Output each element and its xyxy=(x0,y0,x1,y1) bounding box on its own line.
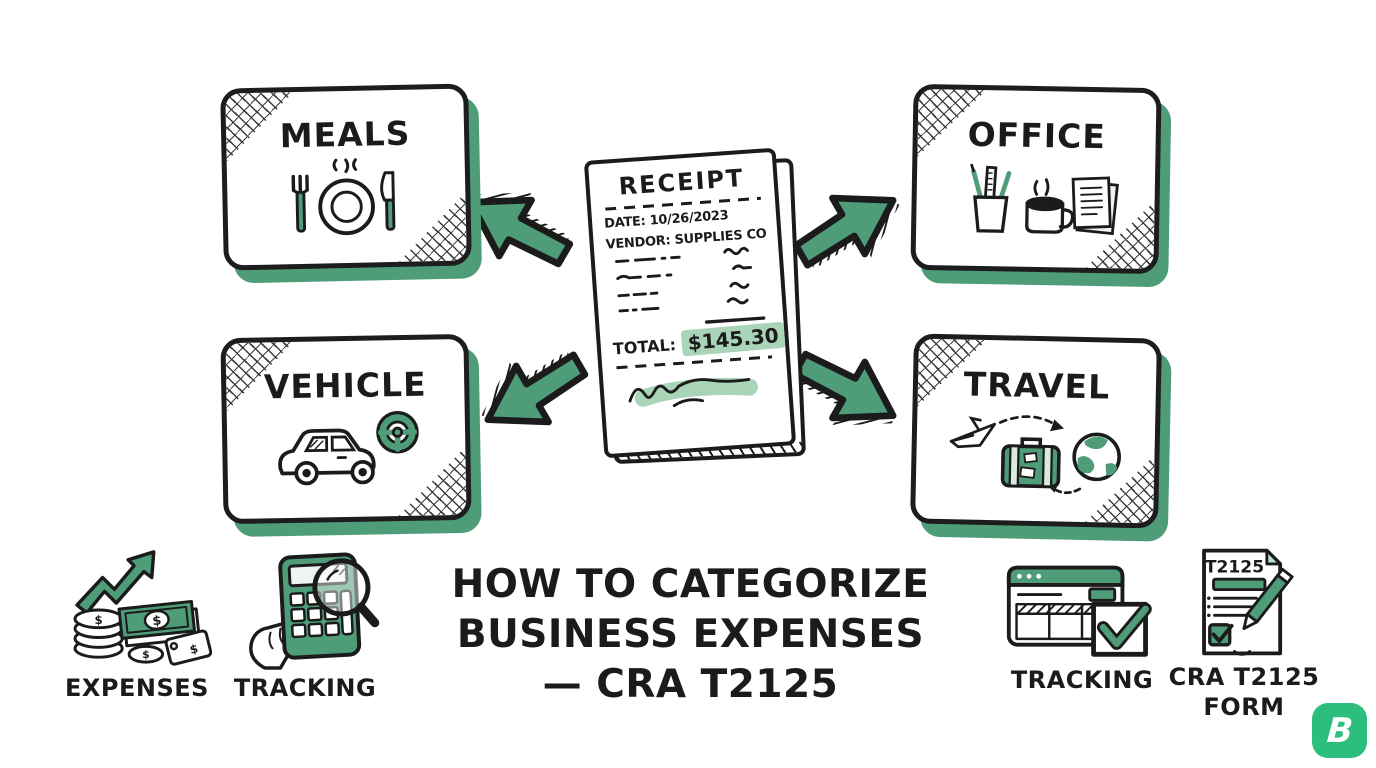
travel-icon xyxy=(949,414,1121,494)
office-icon xyxy=(970,163,1119,235)
brand-logo: B xyxy=(1312,703,1367,758)
main-title-line1: HOW TO CATEGORIZE xyxy=(451,562,930,607)
form-badge: T2125 xyxy=(1205,558,1264,578)
category-box-office: OFFICE xyxy=(910,83,1162,275)
receipt-total-value: $145.30 xyxy=(680,321,786,357)
receipt: RECEIPT DATE: 10/26/2023 VENDOR: SUPPLIE… xyxy=(583,147,807,465)
svg-text:$: $ xyxy=(142,648,150,661)
arrow-to-office xyxy=(792,194,900,270)
tracking-right-label: TRACKING xyxy=(1010,666,1154,694)
brand-logo-letter: B xyxy=(1325,710,1354,751)
footer-item-tracking-left: TRACKING xyxy=(225,548,385,702)
footer-item-cra-form: T2125 CRA T2125 FORM xyxy=(1169,543,1319,721)
svg-text:$: $ xyxy=(152,613,163,629)
form-label-line1: CRA T2125 xyxy=(1168,663,1320,691)
receipt-signature xyxy=(628,377,758,408)
tracking-calculator-icon xyxy=(249,552,380,670)
vehicle-icon xyxy=(278,410,419,485)
receipt-total-label: TOTAL: xyxy=(612,335,677,359)
svg-text:$: $ xyxy=(95,613,103,627)
category-label-vehicle: VEHICLE xyxy=(263,364,427,406)
cra-t2125-form-icon: T2125 xyxy=(1202,548,1294,656)
category-box-meals: MEALS xyxy=(220,83,472,271)
footer-item-tracking-right: TRACKING xyxy=(1002,558,1162,694)
form-checkbox xyxy=(1208,623,1232,647)
main-title-line2: BUSINESS EXPENSES xyxy=(456,612,925,657)
arrow-to-vehicle xyxy=(481,350,589,426)
footer-item-expenses: $ $ $ $ EXPENSES xyxy=(57,548,217,702)
expenses-label: EXPENSES xyxy=(65,674,209,702)
meals-icon xyxy=(291,157,396,235)
price-tag: $ xyxy=(164,629,212,666)
tracking-spreadsheet-icon xyxy=(1006,565,1152,657)
receipt-title: RECEIPT xyxy=(617,163,746,201)
main-title: HOW TO CATEGORIZE BUSINESS EXPENSES — CR… xyxy=(418,560,963,710)
category-box-travel: TRAVEL xyxy=(910,333,1162,529)
checkmark xyxy=(1099,605,1149,648)
form-label-line2: FORM xyxy=(1203,693,1285,721)
pencil xyxy=(1242,567,1294,631)
arrow-to-meals xyxy=(467,192,574,268)
magnifier-lens xyxy=(312,558,371,617)
receipt-front-page: RECEIPT DATE: 10/26/2023 VENDOR: SUPPLIE… xyxy=(583,147,797,459)
main-title-line3: — CRA T2125 xyxy=(542,662,839,707)
svg-text:$: $ xyxy=(188,641,199,657)
steering-wheel xyxy=(376,410,419,454)
category-label-travel: TRAVEL xyxy=(963,363,1111,407)
expenses-icon: $ $ $ $ xyxy=(73,550,212,666)
receipt-items-scribble xyxy=(615,246,766,324)
globe xyxy=(1072,432,1121,481)
category-label-meals: MEALS xyxy=(279,113,411,155)
category-label-office: OFFICE xyxy=(967,114,1107,156)
tracking-left-label: TRACKING xyxy=(233,674,377,702)
category-box-vehicle: VEHICLE xyxy=(220,333,472,525)
